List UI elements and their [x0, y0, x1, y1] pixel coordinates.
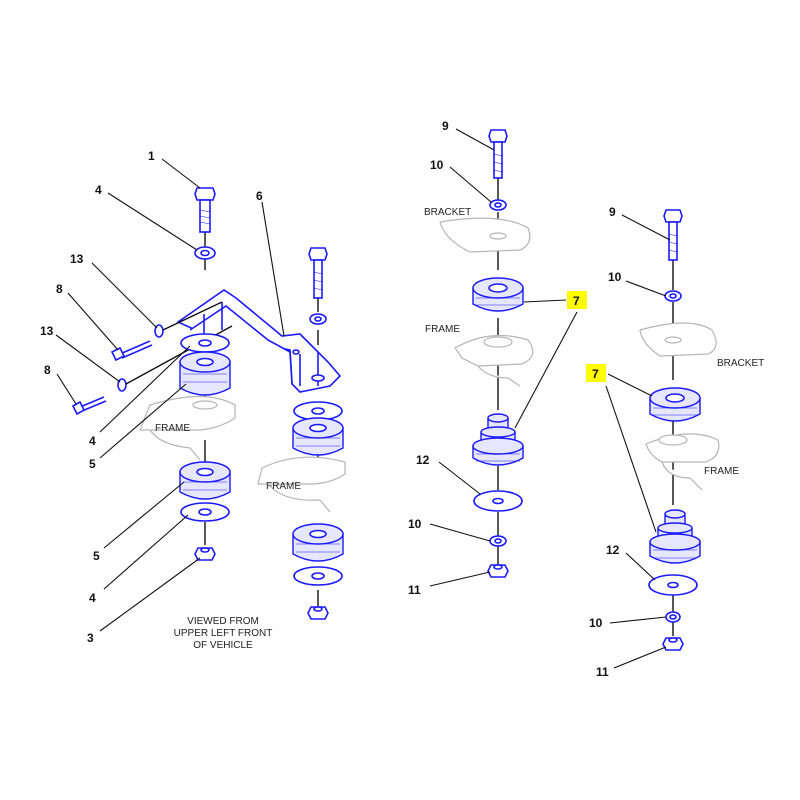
- callout-1[interactable]: 1: [148, 149, 155, 163]
- bracket-label: BRACKET: [424, 207, 471, 218]
- bracket-hole: [489, 232, 507, 240]
- bolt-part-8-upper: [110, 340, 153, 362]
- callout-12[interactable]: 12: [606, 543, 620, 557]
- frame-outline: [477, 365, 521, 387]
- frame-hole: [192, 400, 218, 410]
- frame-outline: [454, 334, 534, 367]
- view-note-line-3: OF VEHICLE: [193, 640, 253, 651]
- axis-line: [162, 301, 223, 331]
- left-assembly: FRAME: [71, 187, 342, 561]
- frame-label: FRAME: [266, 481, 301, 492]
- bracket-label: BRACKET: [717, 358, 764, 369]
- callout-5[interactable]: 5: [89, 457, 96, 471]
- cushion-part-7-mid-lower: [472, 413, 524, 466]
- callout-4[interactable]: 4: [89, 434, 96, 448]
- bolt-part: [308, 247, 328, 299]
- cushion-part: [292, 523, 344, 562]
- view-note-line-1: VIEWED FROM: [187, 616, 259, 627]
- cushion-part-5-upper: [179, 351, 231, 396]
- cushion-part: [292, 417, 344, 456]
- callout-7[interactable]: 7: [573, 294, 580, 308]
- callout-numbers: 1 4 6 13 8 13 8 4 5 5 4 3 9 10 7 12 10 1…: [40, 119, 622, 679]
- cushion-part-5-lower: [179, 461, 231, 500]
- callout-11[interactable]: 11: [408, 583, 421, 597]
- bolt-part-9-mid: [488, 129, 508, 179]
- bracket-outline: [439, 217, 531, 253]
- callout-4[interactable]: 4: [95, 183, 102, 197]
- view-note: VIEWED FROM UPPER LEFT FRONT OF VEHICLE: [174, 616, 273, 651]
- nut-part-11-right: [662, 637, 684, 651]
- frame-hole: [658, 434, 688, 446]
- callout-13[interactable]: 13: [40, 324, 54, 338]
- callout-11[interactable]: 11: [596, 665, 609, 679]
- view-note-line-2: UPPER LEFT FRONT: [174, 628, 273, 639]
- cushion-part-7-mid-upper: [472, 277, 524, 312]
- callout-5[interactable]: 5: [93, 549, 100, 563]
- callout-8[interactable]: 8: [56, 282, 63, 296]
- frame-label: FRAME: [704, 466, 739, 477]
- highlight-box: [567, 291, 587, 309]
- callout-10[interactable]: 10: [408, 517, 422, 531]
- callout-10[interactable]: 10: [589, 616, 603, 630]
- frame-outline: [149, 429, 201, 461]
- callout-9[interactable]: 9: [609, 205, 616, 219]
- frame-outline: [661, 461, 703, 491]
- callout-6[interactable]: 6: [256, 189, 263, 203]
- bolt-part-8-lower: [71, 396, 107, 416]
- callout-10[interactable]: 10: [430, 158, 444, 172]
- washer-hole: [200, 249, 210, 257]
- frame-label: FRAME: [155, 423, 190, 434]
- bracket-part-6: [176, 289, 342, 393]
- callout-13[interactable]: 13: [70, 252, 84, 266]
- nut-part-3: [194, 547, 216, 561]
- bolt-part-1: [194, 187, 216, 233]
- bolt-part-9-right: [663, 209, 683, 261]
- callout-7[interactable]: 7: [592, 367, 599, 381]
- cushion-part-7-right-upper: [649, 387, 701, 422]
- bracket-hole: [664, 336, 682, 344]
- callout-4[interactable]: 4: [89, 591, 96, 605]
- nut-part-11-mid: [487, 564, 509, 578]
- callout-10[interactable]: 10: [608, 270, 622, 284]
- highlight-box: [586, 364, 606, 382]
- callout-12[interactable]: 12: [416, 453, 430, 467]
- leader-lines: [55, 128, 671, 669]
- frame-outline: [269, 485, 331, 513]
- callout-9[interactable]: 9: [442, 119, 449, 133]
- frame-hole: [483, 336, 513, 348]
- callout-8[interactable]: 8: [44, 363, 51, 377]
- left-middle-assembly: FRAME: [257, 247, 346, 620]
- frame-outline: [257, 456, 346, 485]
- cushion-part-7-right-lower: [649, 509, 701, 564]
- callout-3[interactable]: 3: [87, 631, 94, 645]
- nut-part: [307, 606, 329, 620]
- middle-assembly: BRACKET FRAME: [424, 129, 534, 578]
- right-assembly: BRACKET FRAME: [639, 209, 764, 651]
- frame-label: FRAME: [425, 324, 460, 335]
